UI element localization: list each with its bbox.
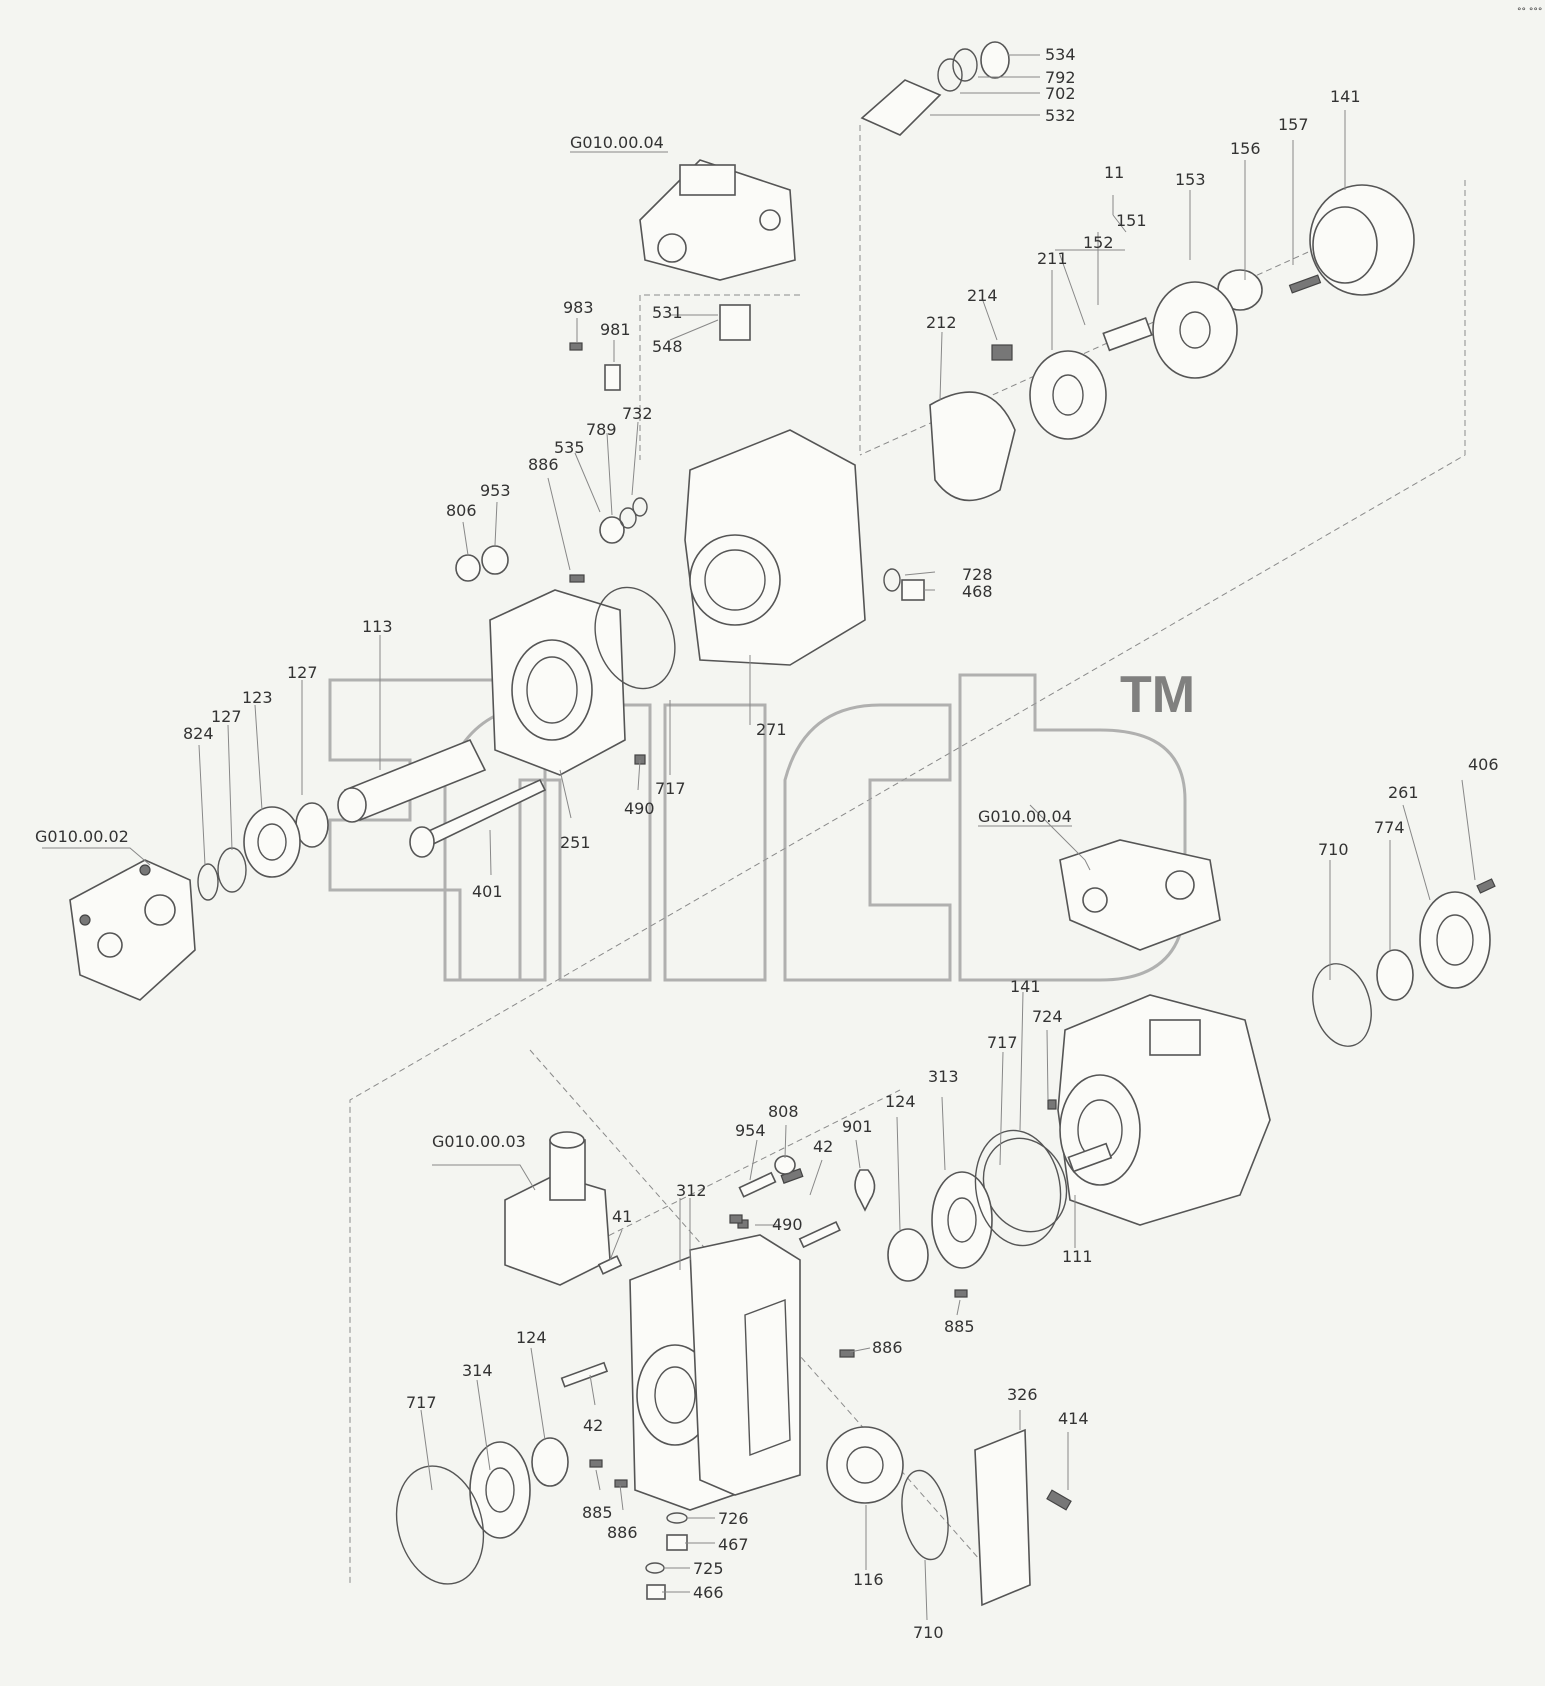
part-label: 901 [842, 1117, 873, 1136]
part-label: 312 [676, 1181, 707, 1200]
assembled-pump-main [982, 994, 1271, 1233]
part-label: 466 [693, 1583, 724, 1602]
part-label: 124 [885, 1092, 916, 1111]
part-label: 724 [1032, 1007, 1063, 1026]
assembly-reference-labels: G010.00.04 G010.00.02 G010.00.04 G010.00… [35, 133, 1072, 1151]
plate-312-back [689, 1234, 801, 1496]
part-number-labels: 534 792 702 532 11 151 152 153 156 157 1… [183, 45, 1499, 1642]
part-label: 251 [560, 833, 591, 852]
part-label: 702 [1045, 84, 1076, 103]
part-label: 953 [480, 481, 511, 500]
drive-shaft-113 [337, 738, 487, 823]
part-label: 532 [1045, 106, 1076, 125]
part-label: 983 [563, 298, 594, 317]
part-label: 326 [1007, 1385, 1038, 1404]
assembly-ref-label: G010.00.02 [35, 827, 129, 846]
part-label: 211 [1037, 249, 1068, 268]
plate-313 [887, 1129, 1062, 1282]
part-label: 717 [655, 779, 686, 798]
part-label: 535 [554, 438, 585, 457]
part-label: 41 [612, 1207, 632, 1226]
pump-housing-271 [684, 429, 866, 666]
part-label: 124 [516, 1328, 547, 1347]
bearing-rings [197, 802, 329, 901]
part-label: 548 [652, 337, 683, 356]
part-label: 314 [462, 1361, 493, 1380]
assembly-ref-label: G010.00.04 [978, 807, 1072, 826]
gear-116 [826, 1426, 1072, 1607]
part-label: 732 [622, 404, 653, 423]
part-label: 710 [1318, 840, 1349, 859]
part-label: 710 [913, 1623, 944, 1642]
part-label: 726 [718, 1509, 749, 1528]
part-label: 212 [926, 313, 957, 332]
part-label: 981 [600, 320, 631, 339]
part-label: 534 [1045, 45, 1076, 64]
watermark-trademark: TM [1120, 666, 1195, 724]
part-label: 717 [987, 1033, 1018, 1052]
solenoid-valve-assembly [504, 1131, 611, 1286]
assembly-ref-label: G010.00.04 [570, 133, 664, 152]
part-label: 808 [768, 1102, 799, 1121]
port-block-251 [489, 586, 676, 776]
part-label: 886 [607, 1523, 638, 1542]
part-label: 886 [528, 455, 559, 474]
part-label: 313 [928, 1067, 959, 1086]
part-label: 806 [446, 501, 477, 520]
part-label: 127 [211, 707, 242, 726]
part-label: 123 [242, 688, 273, 707]
part-label: 885 [944, 1317, 975, 1336]
part-label: 156 [1230, 139, 1261, 158]
part-label: 824 [183, 724, 214, 743]
control-valve-top-assembly [639, 159, 796, 281]
part-label: 717 [406, 1393, 437, 1412]
part-label: 42 [583, 1416, 603, 1435]
part-label: 116 [853, 1570, 884, 1589]
part-label: 261 [1388, 783, 1419, 802]
part-label: 153 [1175, 170, 1206, 189]
part-label: 401 [472, 882, 503, 901]
plate-314 [395, 1437, 569, 1585]
gear-pump-assembly [69, 859, 196, 1001]
part-label: 725 [693, 1559, 724, 1578]
part-label: 11 [1104, 163, 1124, 182]
part-label: 467 [718, 1535, 749, 1554]
part-label: 490 [624, 799, 655, 818]
cover-parts-right [1312, 878, 1496, 1047]
part-label: 954 [735, 1121, 766, 1140]
part-label: 531 [652, 303, 683, 322]
part-label: 141 [1010, 977, 1041, 996]
part-label: 414 [1058, 1409, 1089, 1428]
part-label: 886 [872, 1338, 903, 1357]
small-fittings [455, 304, 1057, 1600]
assembly-ref-label: G010.00.03 [432, 1132, 526, 1151]
part-label: 214 [967, 286, 998, 305]
part-label: 152 [1083, 233, 1114, 252]
part-label: 157 [1278, 115, 1309, 134]
part-label: 141 [1330, 87, 1361, 106]
part-label: 468 [962, 582, 993, 601]
bolt-401 [409, 778, 547, 858]
part-label: 490 [772, 1215, 803, 1234]
part-label: 885 [582, 1503, 613, 1522]
part-label: 271 [756, 720, 787, 739]
part-label: 792 [1045, 68, 1076, 87]
part-label: 406 [1468, 755, 1499, 774]
part-label: 111 [1062, 1247, 1093, 1266]
part-label: 113 [362, 617, 393, 636]
rotary-group-parts [929, 184, 1415, 502]
part-label: 728 [962, 565, 993, 584]
leader-lines [42, 54, 1476, 1621]
part-label: 127 [287, 663, 318, 682]
control-valve-right-assembly [1059, 839, 1221, 951]
assembly-guide-lines [349, 125, 1466, 1585]
corner-mark: °° °°° [1517, 7, 1542, 17]
part-label: 789 [586, 420, 617, 439]
part-label: 774 [1374, 818, 1405, 837]
part-label: 151 [1116, 211, 1147, 230]
plug-assembly-532 [860, 41, 1010, 136]
part-label: 42 [813, 1137, 833, 1156]
